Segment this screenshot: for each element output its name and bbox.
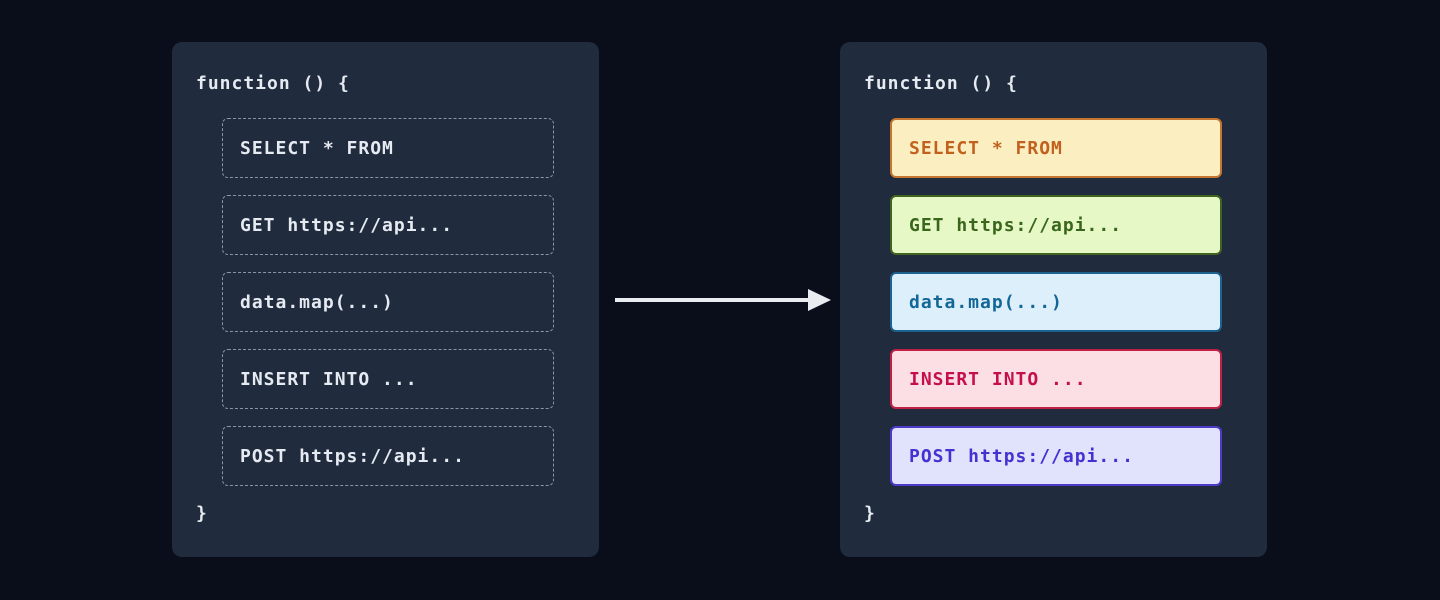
after-box-sql-select: SELECT * FROM [890, 118, 1222, 178]
before-box-data-map: data.map(...) [222, 272, 554, 332]
before-box-sql-select: SELECT * FROM [222, 118, 554, 178]
function-open-line: function () { [864, 73, 1018, 94]
after-box-stack: SELECT * FROM GET https://api... data.ma… [890, 118, 1243, 486]
code-box-label: POST https://api... [909, 445, 1134, 467]
before-box-stack: SELECT * FROM GET https://api... data.ma… [222, 118, 575, 486]
before-box-http-get: GET https://api... [222, 195, 554, 255]
after-box-sql-insert: INSERT INTO ... [890, 349, 1222, 409]
code-box-label: POST https://api... [240, 445, 465, 467]
right-arrow-icon [615, 289, 831, 311]
function-close-line: } [864, 503, 876, 524]
code-box-label: GET https://api... [909, 214, 1123, 236]
arrow-head [808, 289, 831, 311]
before-box-sql-insert: INSERT INTO ... [222, 349, 554, 409]
code-box-label: GET https://api... [240, 214, 454, 236]
before-box-http-post: POST https://api... [222, 426, 554, 486]
after-box-http-post: POST https://api... [890, 426, 1222, 486]
code-box-label: SELECT * FROM [909, 137, 1063, 159]
function-close-line: } [196, 503, 208, 524]
after-box-data-map: data.map(...) [890, 272, 1222, 332]
code-box-label: data.map(...) [909, 291, 1063, 313]
code-panel-before: function () { SELECT * FROM GET https://… [172, 42, 599, 557]
code-box-label: INSERT INTO ... [909, 368, 1087, 390]
code-box-label: SELECT * FROM [240, 137, 394, 159]
function-open-line: function () { [196, 73, 350, 94]
after-box-http-get: GET https://api... [890, 195, 1222, 255]
code-panel-after: function () { SELECT * FROM GET https://… [840, 42, 1267, 557]
code-box-label: INSERT INTO ... [240, 368, 418, 390]
code-box-label: data.map(...) [240, 291, 394, 313]
